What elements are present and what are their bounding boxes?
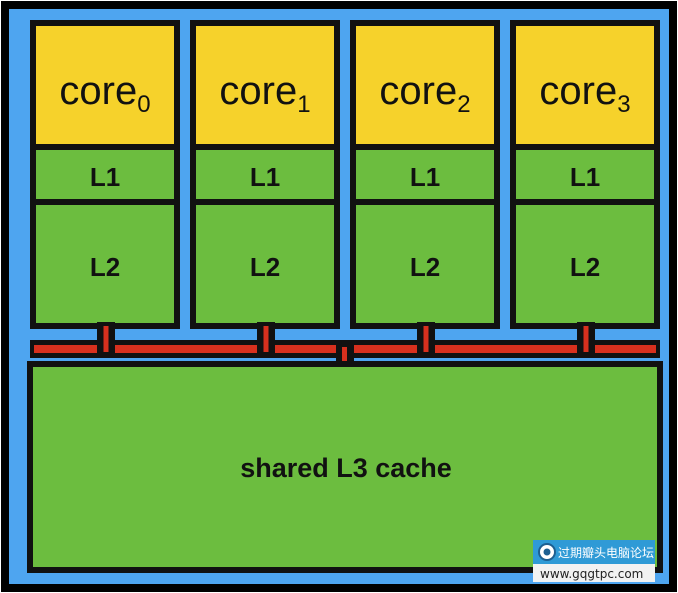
core-label-3: core3 xyxy=(539,69,630,118)
l2-cache-block-1 xyxy=(190,199,340,329)
core-label-2: core2 xyxy=(379,69,470,118)
l1-cache-block-0 xyxy=(30,144,180,205)
circle-logo-icon-inner xyxy=(543,548,551,556)
l2-cache-block-0 xyxy=(30,199,180,329)
core-index-1: 1 xyxy=(297,91,310,118)
bus-connector-inner-1 xyxy=(263,326,269,352)
watermark-title: 过期瓣头电脑论坛 xyxy=(558,546,654,560)
l2-label-0: L2 xyxy=(90,252,120,282)
core-block-3 xyxy=(510,20,660,150)
l2-label-2: L2 xyxy=(410,252,440,282)
bus-connector-inner-0 xyxy=(103,326,109,352)
l1-label-2: L1 xyxy=(410,162,440,192)
core-index-3: 3 xyxy=(617,91,630,118)
watermark-url: www.gqgtpc.com xyxy=(540,567,643,581)
l1-cache-block-1 xyxy=(190,144,340,205)
core-name-2: core xyxy=(379,69,457,113)
l1-label-1: L1 xyxy=(250,162,280,192)
bus-connector-inner-2 xyxy=(423,326,429,352)
l3-cache-block xyxy=(27,361,663,573)
l1-cache-block-2 xyxy=(350,144,500,205)
core-name-0: core xyxy=(59,69,137,113)
watermark: 过期瓣头电脑论坛 www.gqgtpc.com xyxy=(533,540,655,582)
bus-connector-inner-3 xyxy=(583,326,589,352)
l1-label-3: L1 xyxy=(570,162,600,192)
core-label-0: core0 xyxy=(59,69,150,118)
l1-cache-block-3 xyxy=(510,144,660,205)
watermark-url-strip xyxy=(533,564,655,582)
interconnect-bus xyxy=(30,322,660,375)
core-index-0: 0 xyxy=(137,91,150,118)
core-name-3: core xyxy=(539,69,617,113)
l2-label-3: L2 xyxy=(570,252,600,282)
l1-label-0: L1 xyxy=(90,162,120,192)
core-name-1: core xyxy=(219,69,297,113)
core-index-2: 2 xyxy=(457,91,470,118)
bus-connector-l3-inner xyxy=(342,347,347,369)
core-block-1 xyxy=(190,20,340,150)
l3-cache-label: shared L3 cache xyxy=(240,453,452,483)
l2-label-1: L2 xyxy=(250,252,280,282)
core-label-1: core1 xyxy=(219,69,310,118)
